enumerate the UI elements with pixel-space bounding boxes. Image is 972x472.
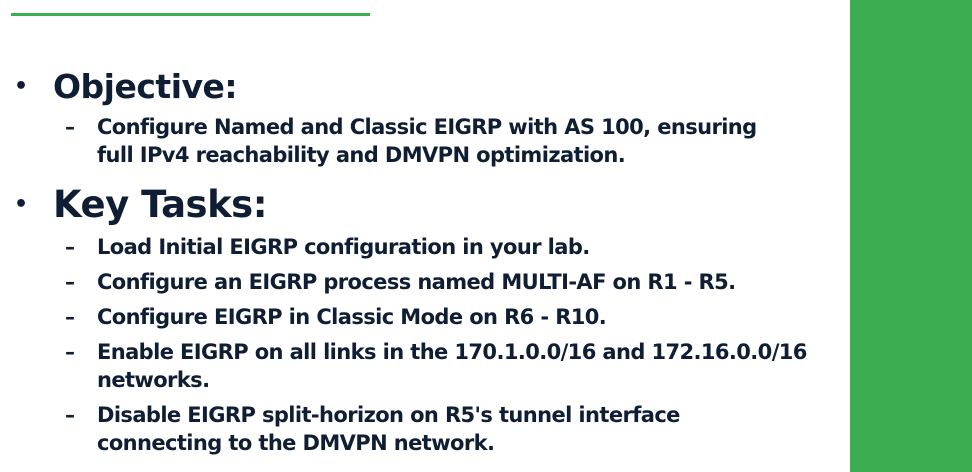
list-item-text: Configure EIGRP in Classic Mode on R6 - … [97,305,607,329]
section-heading: Key Tasks: [53,182,268,226]
dash-icon: – [65,403,75,427]
dash-icon: – [65,115,75,139]
dash-icon: – [65,340,75,364]
list-item-text: Enable EIGRP on all links in the 170.1.0… [97,340,807,392]
bullet-icon: • [14,73,29,99]
list-item-text: Load Initial EIGRP configuration in your… [97,235,590,259]
dash-icon: – [65,235,75,259]
list-item-text: Configure Named and Classic EIGRP with A… [97,115,757,167]
bullet-icon: • [14,191,29,217]
dash-icon: – [65,270,75,294]
title-underline [11,13,370,16]
dash-icon: – [65,305,75,329]
list-item-text: Configure an EIGRP process named MULTI-A… [97,270,736,294]
section-heading: Objective: [53,66,238,106]
accent-sidebar [850,0,972,472]
slide-content: • Objective: – Configure Named and Class… [14,66,807,456]
list-item-text: Disable EIGRP split-horizon on R5's tunn… [97,403,680,455]
